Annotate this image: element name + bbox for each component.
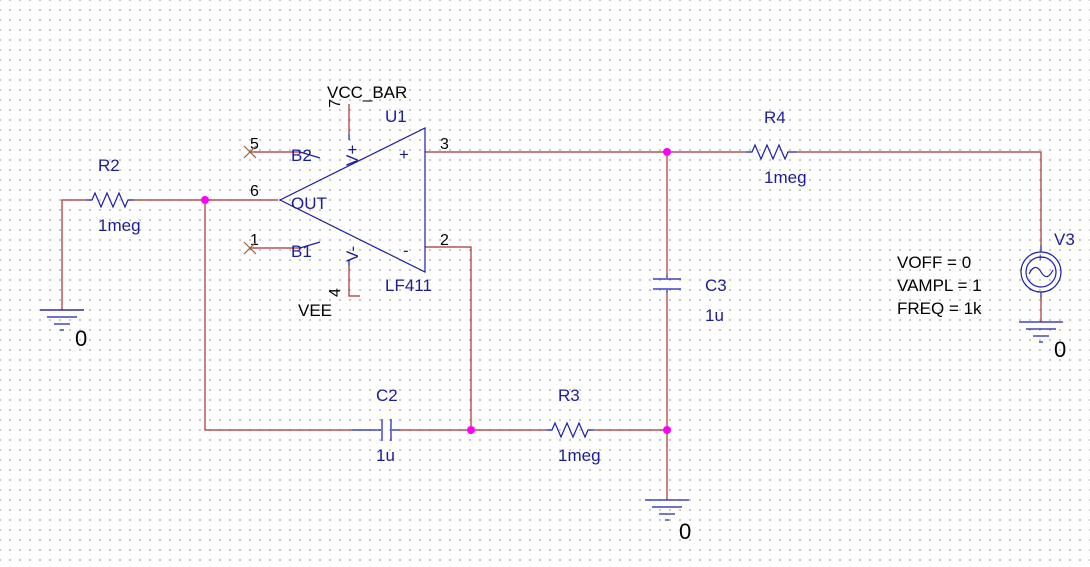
opamp-plus-label: + (399, 145, 409, 164)
pin-number-b2: 5 (250, 136, 259, 153)
opamp-b1-label: B1 (291, 242, 312, 261)
pin-number-vneg: 4 (327, 288, 344, 297)
pin-number-plus: 3 (440, 136, 449, 153)
v3-ref: V3 (1054, 230, 1075, 249)
resistor-r3[interactable]: R3 1meg (546, 386, 601, 465)
opamp-out-label: OUT (291, 194, 327, 213)
opamp-vneg-label: V- (343, 246, 362, 262)
r3-ref: R3 (558, 386, 580, 405)
ground-bottom-icon[interactable]: 0 (645, 499, 691, 544)
r2-value: 1meg (98, 216, 141, 235)
ground-left-label: 0 (75, 326, 87, 351)
opamp-u1[interactable]: U1 LF411 + - OUT B2 B1 V+ V- 5 6 1 3 2 7… (250, 99, 449, 297)
r4-ref: R4 (764, 108, 786, 127)
svg-text:+: + (1037, 252, 1043, 264)
wire-minus-input (425, 246, 472, 430)
resistor-r2[interactable]: R2 1meg (86, 156, 141, 235)
c2-value: 1u (376, 446, 395, 465)
ground-bottom-label: 0 (679, 519, 691, 544)
vee-label[interactable]: VEE (298, 301, 332, 320)
voltage-source-v3[interactable]: + - V3 VOFF = 0 VAMPL = 1 FREQ = 1k (897, 230, 1075, 318)
wires (61, 104, 1042, 500)
opamp-triangle (278, 127, 426, 273)
no-connect-pin5-icon (243, 145, 257, 159)
wire-r4-v3 (797, 151, 1042, 245)
opamp-model: LF411 (385, 276, 432, 295)
c3-ref: C3 (705, 276, 727, 295)
resistor-r4[interactable]: R4 1meg (746, 108, 807, 187)
ground-left-icon[interactable]: 0 (40, 305, 87, 351)
opamp-b2-label: B2 (291, 146, 312, 165)
v3-param-vampl: VAMPL = 1 (897, 276, 982, 295)
ground-right-label: 0 (1054, 337, 1066, 362)
pin-number-out: 6 (250, 183, 259, 200)
v3-param-voff: VOFF = 0 (897, 253, 971, 272)
junction-r3-c3 (663, 426, 671, 434)
capacitor-c3[interactable]: C3 1u (653, 275, 727, 325)
capacitor-c2[interactable]: C2 1u (352, 386, 400, 465)
pin-number-b1: 1 (250, 232, 259, 249)
wire-r2-ground (61, 199, 86, 305)
vcc-label[interactable]: VCC_BAR (327, 83, 407, 102)
junction-out (201, 196, 209, 204)
junction-plus (663, 148, 671, 156)
r2-ref: R2 (98, 156, 120, 175)
opamp-ref: U1 (385, 107, 407, 126)
junction-c2-r3 (467, 426, 475, 434)
pin-number-minus: 2 (440, 232, 449, 249)
c3-value: 1u (705, 306, 724, 325)
v3-param-freq: FREQ = 1k (897, 299, 982, 318)
wire-vee (348, 266, 360, 297)
no-connect-pin1-icon (243, 241, 257, 255)
r3-value: 1meg (558, 446, 601, 465)
pin-number-vpos: 7 (327, 99, 344, 108)
svg-text:-: - (1038, 281, 1042, 293)
r4-value: 1meg (764, 168, 807, 187)
opamp-minus-label: - (403, 241, 409, 260)
c2-ref: C2 (376, 386, 398, 405)
ground-right-icon[interactable]: 0 (1019, 321, 1066, 362)
opamp-vpos-label: V+ (343, 145, 362, 166)
wire-out-c2 (204, 200, 352, 431)
